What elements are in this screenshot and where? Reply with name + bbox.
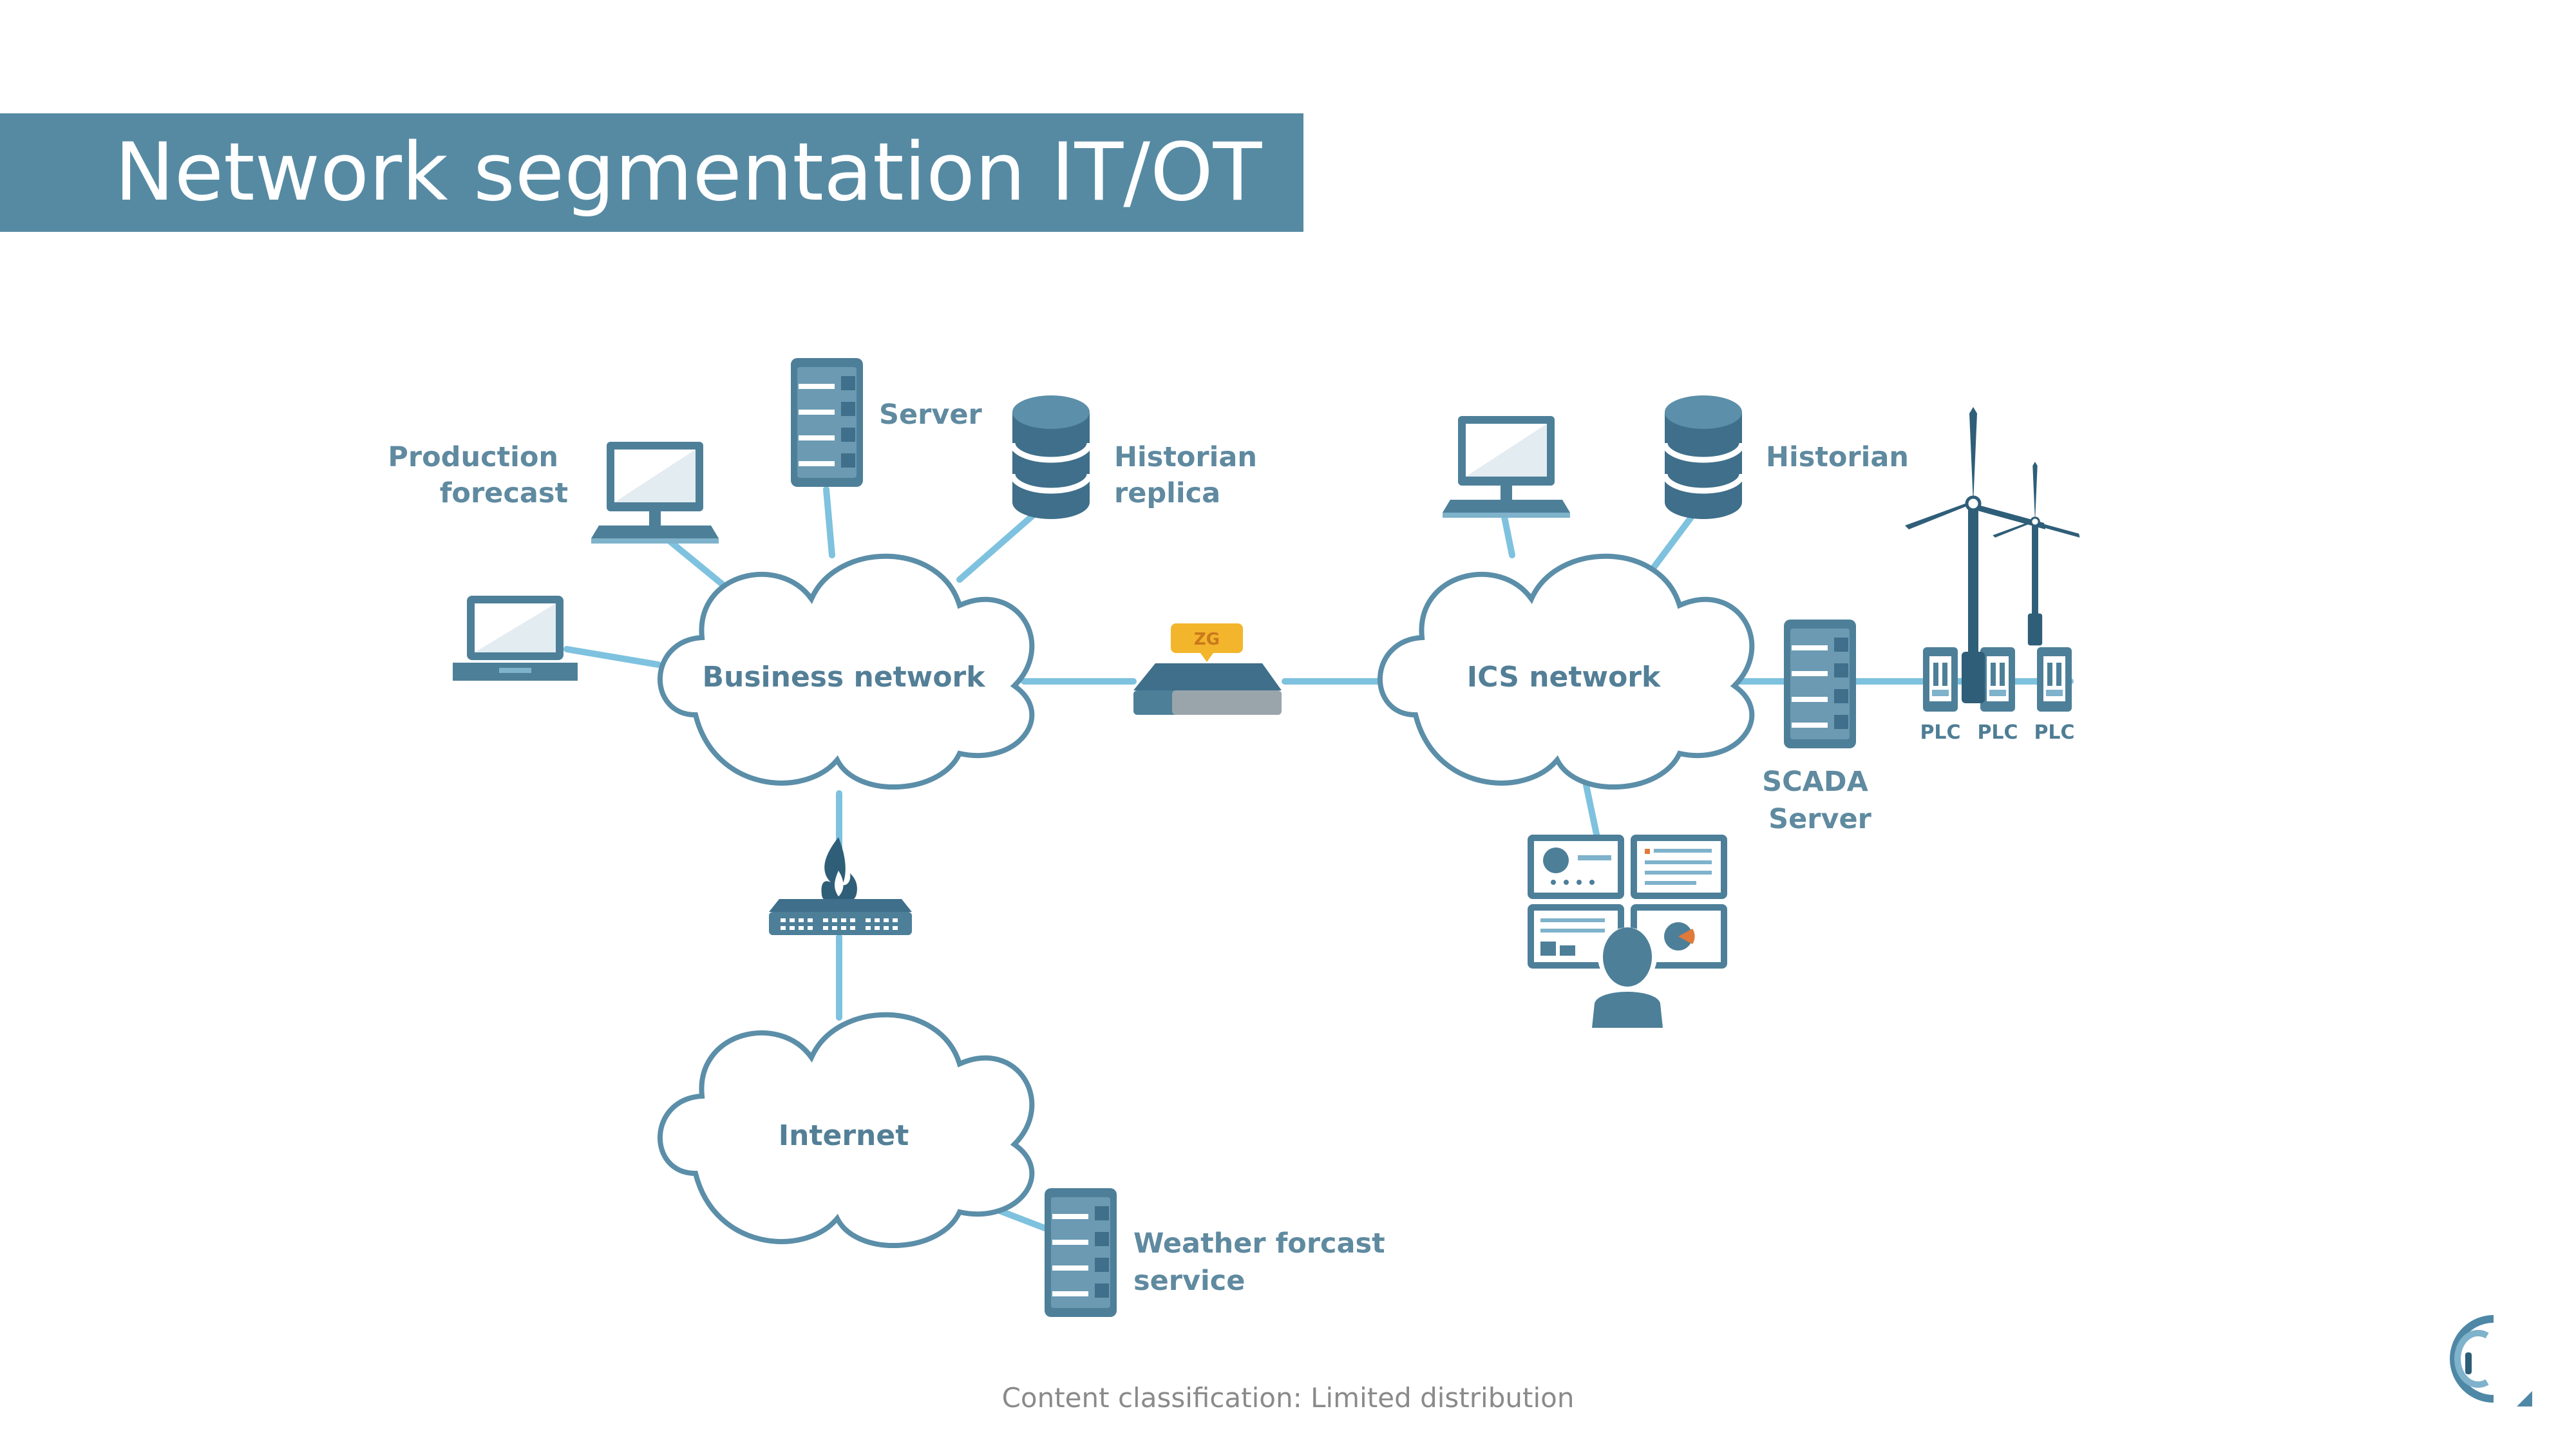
operator-workstation [1528,835,1727,1028]
plc-label: PLC [1920,721,1960,744]
page-title: Network segmentation IT/OT [115,126,1262,219]
link-historian-ics [1649,511,1697,573]
ics-network-label: ICS network [1467,661,1662,694]
plc-icon [1980,647,2015,712]
business-network-cloud: Business network [660,556,1032,787]
link-ics-workstation [1581,773,1600,840]
zone-gateway-label: ZG [1194,630,1220,649]
plc-3: PLC [2034,647,2075,744]
desktop-icon [1443,416,1570,518]
plc-icon [2037,647,2072,712]
company-logo [2450,1315,2532,1406]
plc-2: PLC [1977,647,2018,744]
server-icon [791,358,863,487]
scada-server-label: SCADA Server [1762,766,1878,835]
plc-label: PLC [2034,721,2074,744]
ics-network-cloud: ICS network [1380,556,1752,787]
business-network-label: Business network [702,661,986,694]
link-desktop-ics [1501,511,1515,558]
ics-desktop [1443,416,1570,518]
production-forecast-label: Production forecast [388,441,568,509]
firewall-icon [769,837,912,935]
wind-turbine-icon [1991,460,2081,647]
historian-replica-db [1012,395,1090,519]
server-icon [1784,620,1856,748]
historian-replica-label: Historian replica [1114,441,1267,509]
database-icon [1665,395,1742,519]
database-icon [1012,395,1090,519]
title-banner: Network segmentation IT/OT [0,113,1303,232]
desktop-icon [591,442,719,544]
firewall [769,837,912,935]
internet-label: Internet [779,1119,909,1152]
plc-label: PLC [1977,721,2018,744]
link-laptop-business [564,646,661,668]
weather-forecast-server [1045,1188,1117,1317]
content-classification-footer: Content classification: Limited distribu… [1001,1382,1575,1414]
historian-db [1665,395,1742,519]
business-laptop [453,596,578,681]
logo-icon [2450,1315,2532,1406]
operator-workstation-icon [1528,835,1727,1028]
wind-turbine-small [1991,460,2081,647]
zone-gateway: ZG [1133,623,1282,715]
historian-label: Historian [1766,441,1909,473]
server-label: Server [879,399,983,431]
production-forecast-desktop [591,442,719,544]
internet-cloud: Internet [660,1015,1032,1245]
gateway-icon [1133,623,1282,715]
link-server-business [823,486,835,558]
weather-forecast-label: Weather forcast service [1133,1227,1395,1297]
business-server [791,358,863,487]
laptop-icon [453,596,578,681]
scada-server [1784,620,1856,748]
link-replica-business [956,509,1040,583]
plc-1: PLC [1920,647,1961,744]
plc-icon [1923,647,1958,712]
server-icon [1045,1188,1117,1317]
